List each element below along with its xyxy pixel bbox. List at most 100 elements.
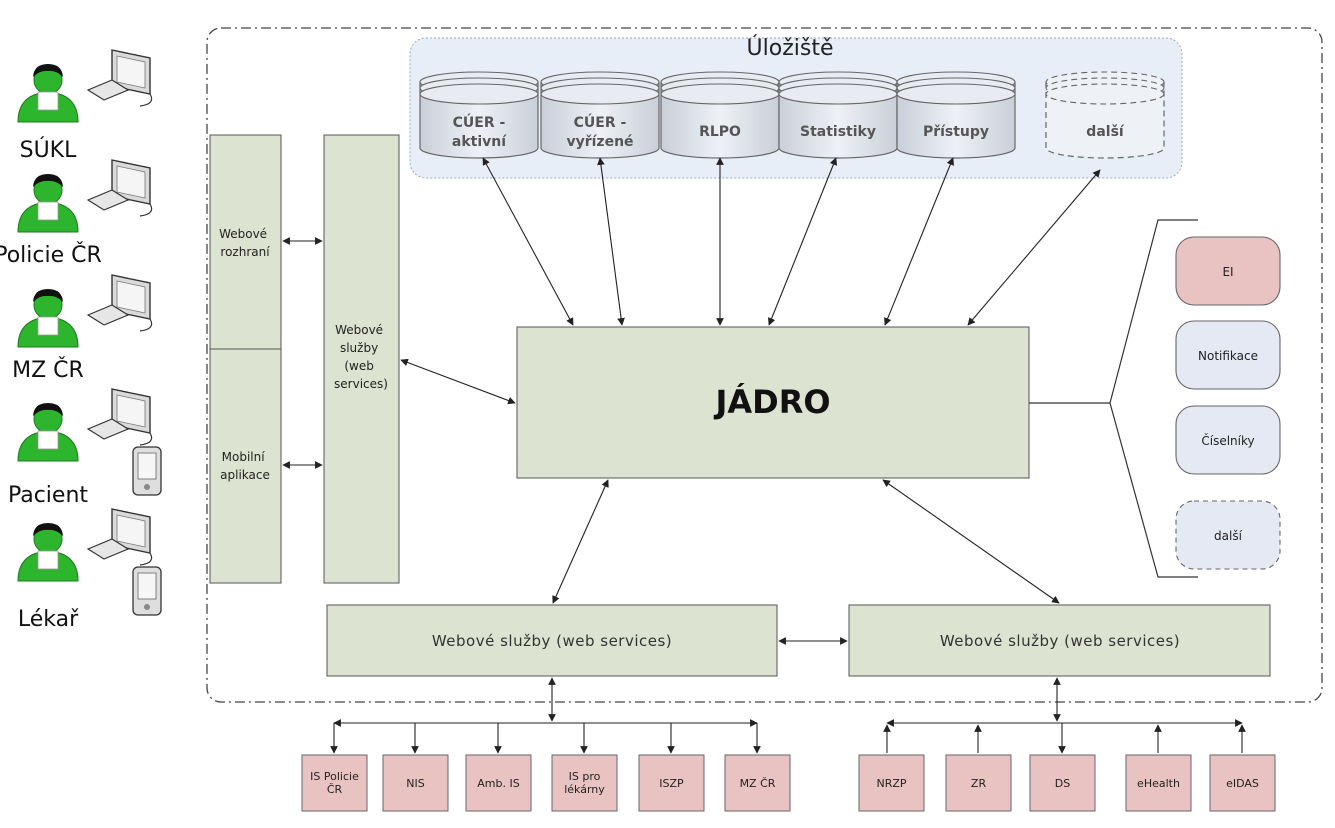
- mobile-phone-icon: [132, 566, 162, 616]
- actor-name: MZ ČR: [12, 357, 84, 383]
- database-label-line: vyřízené: [566, 134, 633, 150]
- database-label-line: další: [1086, 124, 1125, 140]
- web-services-right-box[interactable]: [848, 604, 1271, 677]
- external-label-line: MZ ČR: [740, 777, 776, 790]
- web-services-vertical-label: Webové služby (web services): [334, 323, 388, 391]
- external-label-line: Amb. IS: [477, 777, 519, 790]
- actor-sukl[interactable]: SÚKL: [17, 49, 153, 163]
- external-box: [945, 754, 1012, 812]
- external-mzcr[interactable]: MZ ČR: [724, 754, 791, 812]
- web-ui-box[interactable]: [209, 134, 282, 350]
- external-iszp[interactable]: ISZP: [638, 754, 705, 812]
- actor-name: Policie ČR: [0, 242, 102, 268]
- database-rim: [540, 83, 660, 105]
- connector-core-ws-right: [882, 479, 1060, 604]
- core-box[interactable]: [516, 326, 1030, 479]
- external-label-line: NRZP: [876, 777, 906, 790]
- database-rim: [778, 83, 898, 105]
- computer-icon: [86, 49, 153, 107]
- database-rim: [1045, 83, 1165, 105]
- external-ehealth[interactable]: eHealth: [1125, 754, 1192, 812]
- external-label-line: ISZP: [659, 777, 684, 790]
- ws-vertical-line: Webové: [335, 323, 383, 337]
- external-label-line: lékárny: [564, 783, 605, 796]
- external-ds[interactable]: DS: [1029, 754, 1096, 812]
- external-nrzp[interactable]: NRZP: [858, 754, 925, 812]
- mobile-app-box[interactable]: [209, 348, 282, 584]
- database-label: Přístupy: [923, 124, 989, 140]
- web-services-vertical-box[interactable]: [323, 134, 400, 584]
- module-box: [1175, 405, 1281, 475]
- database-cuer-aktivni[interactable]: CÚER -aktivní: [419, 71, 539, 159]
- module-label: další: [1214, 529, 1243, 543]
- database-label-line: Přístupy: [923, 124, 989, 140]
- database-rim: [896, 83, 1016, 105]
- actor-mz[interactable]: MZ ČR: [12, 274, 153, 383]
- module-box: [1175, 320, 1281, 390]
- module-box: [1175, 500, 1281, 570]
- mobile-app-label-line: aplikace: [220, 468, 270, 482]
- person-icon: [17, 523, 79, 582]
- connector-dalsi-core: [967, 169, 1101, 326]
- database-rim: [419, 83, 539, 105]
- actor-lekar[interactable]: Lékař: [17, 508, 162, 632]
- person-icon: [17, 289, 79, 348]
- external-label: MZ ČR: [740, 777, 776, 790]
- actor-name: Pacient: [8, 483, 88, 508]
- module-dalsi[interactable]: další: [1175, 500, 1281, 570]
- core-label: JÁDRO: [713, 383, 830, 421]
- database-pristupy[interactable]: Přístupy: [896, 71, 1016, 159]
- actor-name: SÚKL: [20, 137, 77, 163]
- external-nis[interactable]: NIS: [382, 754, 449, 812]
- module-ei[interactable]: EI: [1175, 236, 1281, 306]
- web-services-left-label: Webové služby (web services): [432, 632, 672, 650]
- external-amb-is[interactable]: Amb. IS: [465, 754, 532, 812]
- module-notifikace[interactable]: Notifikace: [1175, 320, 1281, 390]
- web-ui-label: Webové rozhraní: [219, 227, 271, 259]
- actor-policie[interactable]: Policie ČR: [0, 159, 153, 268]
- storage-title: Úložiště: [747, 35, 834, 61]
- module-label: Číselníky: [1201, 433, 1254, 448]
- external-label: Amb. IS: [477, 777, 519, 790]
- external-label: DS: [1055, 777, 1070, 790]
- external-label: NIS: [406, 777, 424, 790]
- database-label: CÚER -vyřízené: [566, 113, 633, 150]
- web-ui-label-line: Webové: [219, 227, 267, 241]
- external-label: eHealth: [1137, 777, 1180, 790]
- external-box: [1209, 754, 1276, 812]
- database-statistiky[interactable]: Statistiky: [778, 71, 898, 159]
- ws-vertical-line: services): [334, 377, 388, 391]
- database-label-line: RLPO: [699, 124, 741, 140]
- external-zr[interactable]: ZR: [945, 754, 1012, 812]
- web-services-left-box[interactable]: [326, 604, 778, 677]
- ws-vertical-line: (web: [344, 359, 374, 373]
- computer-icon: [86, 388, 153, 446]
- external-box: [1029, 754, 1096, 812]
- database-label: Statistiky: [800, 124, 876, 140]
- module-ciselniky[interactable]: Číselníky: [1175, 405, 1281, 475]
- external-eidas[interactable]: eIDAS: [1209, 754, 1276, 812]
- web-services-right-label: Webové služby (web services): [940, 632, 1180, 650]
- person-icon: [17, 174, 79, 233]
- ws-vertical-line: služby: [340, 341, 378, 355]
- connector-cuer-aktivni-core: [482, 157, 574, 326]
- module-label: Notifikace: [1198, 349, 1258, 363]
- database-label-line: CÚER -: [453, 113, 506, 131]
- actor-name: Lékař: [18, 607, 79, 632]
- external-label-line: eHealth: [1137, 777, 1180, 790]
- external-label-line: DS: [1055, 777, 1070, 790]
- database-rlpo[interactable]: RLPO: [660, 71, 780, 159]
- database-dalsi[interactable]: další: [1045, 71, 1165, 159]
- database-cuer-vyrizene[interactable]: CÚER -vyřízené: [540, 71, 660, 159]
- actor-pacient[interactable]: Pacient: [8, 388, 162, 508]
- mobile-app-label: Mobilní aplikace: [220, 450, 270, 482]
